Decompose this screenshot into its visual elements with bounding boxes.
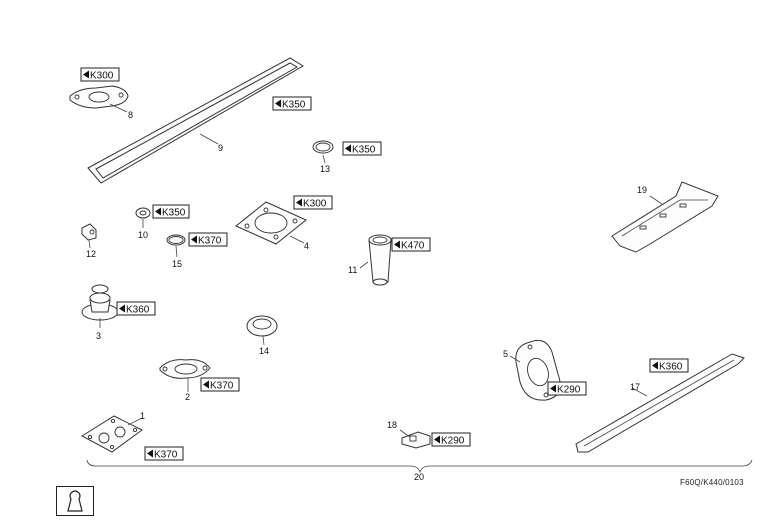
svg-text:K360: K360 [126,305,150,316]
part-number-18: 18 [387,420,397,430]
ref-k360-3: K360 [116,301,156,316]
part-number-8: 8 [128,110,133,120]
ref-k370-2: K370 [200,377,240,392]
part-4-square-gasket [235,201,307,245]
ref-k370-1: K370 [144,446,184,461]
svg-text:K370: K370 [210,381,234,392]
part-3-grommet [81,284,119,328]
part-number-15: 15 [172,259,182,269]
part-number-13: 13 [320,164,330,174]
part-number-14: 14 [259,346,269,356]
part-number-3: 3 [96,331,101,341]
part-number-20: 20 [414,472,424,482]
part-number-1: 1 [140,411,145,421]
part-number-12: 12 [86,249,96,259]
svg-text:K290: K290 [557,385,581,396]
group-bracket-20 [86,459,753,474]
ref-k300-8: K300 [80,67,120,82]
part-12-clip [81,223,97,249]
svg-text:K300: K300 [90,71,114,82]
svg-text:K350: K350 [352,145,376,156]
part-number-11: 11 [348,265,357,275]
svg-text:K370: K370 [198,236,222,247]
svg-text:K370: K370 [154,450,178,461]
part-13-ring [312,140,334,164]
ref-k360-17: K360 [649,358,689,373]
svg-text:K290: K290 [441,436,465,447]
ref-k290-18: K290 [431,432,471,447]
part-15-o-ring [166,234,186,258]
ref-k300-4: K300 [293,195,333,210]
part-number-17: 17 [630,382,640,392]
part-14-ring [246,315,278,346]
svg-text:K350: K350 [162,208,186,219]
part-19-plate [611,181,719,253]
ref-k290-5: K290 [547,381,587,396]
ref-k350-9: K350 [272,96,312,111]
part-1-plate [81,415,143,453]
part-number-19: 19 [637,185,647,195]
part-10-washer [135,207,151,228]
part-number-5: 5 [503,349,508,359]
part-2-oval-gasket [159,359,211,392]
ref-k370-15: K370 [188,232,228,247]
part-9-long-gasket [87,57,304,184]
drawing-code: F60Q/K440/0103 [680,478,744,487]
svg-text:K470: K470 [401,241,425,252]
svg-text:K360: K360 [659,362,683,373]
part-17-strip [575,353,745,453]
part-18-clip [399,429,431,449]
part-number-4: 4 [304,241,309,251]
svg-text:K350: K350 [282,100,306,111]
ref-k350-10: K350 [152,204,190,219]
ref-k470-11: K470 [391,237,431,252]
keyhole-icon [56,486,94,516]
svg-text:K300: K300 [303,199,327,210]
part-number-9: 9 [218,143,223,153]
part-8-flange-gasket [69,85,129,113]
part-number-2: 2 [185,392,190,402]
ref-k350-13: K350 [342,141,382,156]
part-number-10: 10 [138,230,148,240]
part-11-sleeve [359,234,392,286]
